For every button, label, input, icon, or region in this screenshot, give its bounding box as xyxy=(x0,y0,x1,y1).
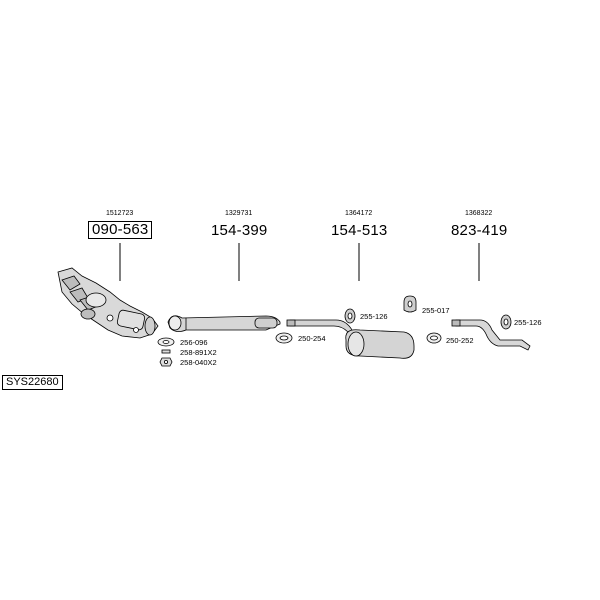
clamp-250-252-drawing xyxy=(426,332,442,344)
accessory-label-255-126-second[interactable]: 255-126 xyxy=(514,318,542,327)
clamp-250-254-drawing xyxy=(275,332,293,344)
system-code-label: SYS22680 xyxy=(2,375,63,390)
part-number-4[interactable]: 823-419 xyxy=(451,222,508,239)
part-number-2[interactable]: 154-399 xyxy=(211,222,268,239)
accessory-label-255-126[interactable]: 255-126 xyxy=(360,312,388,321)
accessory-label-258-040X2[interactable]: 258-040X2 xyxy=(180,358,217,367)
accessory-label-250-254[interactable]: 250-254 xyxy=(298,334,326,343)
centre-silencer-drawing xyxy=(286,319,415,359)
gasket-256-096-drawing xyxy=(157,337,175,347)
part-number-3[interactable]: 154-513 xyxy=(331,222,388,239)
oem-number-2: 1329731 xyxy=(225,210,253,217)
tail-pipe-drawing xyxy=(451,319,531,351)
part-number-1[interactable]: 090-563 xyxy=(88,221,153,239)
nut-258-040X2-drawing xyxy=(159,357,173,367)
hanger-255-126-drawing xyxy=(344,308,356,324)
oem-number-1: 1512723 xyxy=(106,210,134,217)
hanger-255-126-second-drawing xyxy=(500,314,512,330)
accessory-label-256-096[interactable]: 256-096 xyxy=(180,338,208,347)
oem-number-4: 1368322 xyxy=(465,210,493,217)
hanger-255-017-drawing xyxy=(403,295,417,313)
accessory-label-255-017[interactable]: 255-017 xyxy=(422,306,450,315)
catalytic-converter-drawing xyxy=(57,267,159,339)
accessory-label-250-252[interactable]: 250-252 xyxy=(446,336,474,345)
stud-258-891X2-drawing xyxy=(161,349,171,354)
oem-number-3: 1364172 xyxy=(345,210,373,217)
middle-silencer-drawing xyxy=(167,315,281,332)
accessory-label-258-891X2[interactable]: 258-891X2 xyxy=(180,348,217,357)
